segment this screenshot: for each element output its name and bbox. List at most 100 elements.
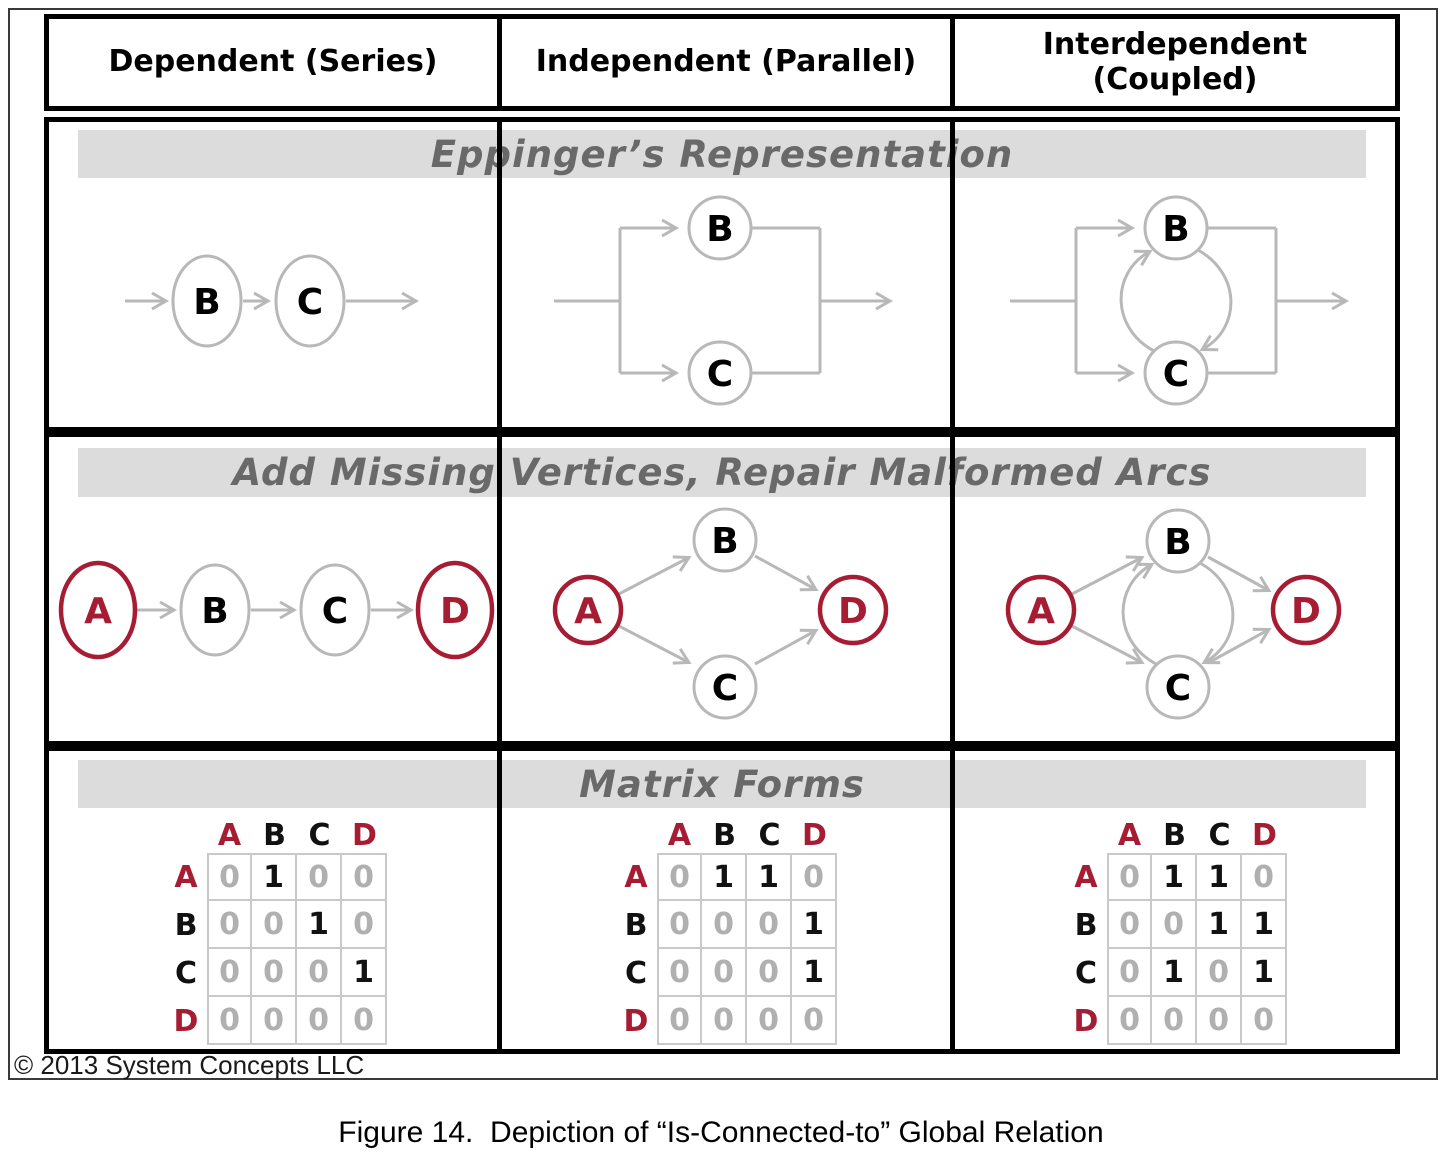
node-d-label: D (1291, 591, 1321, 632)
column-header-interdependent-coupled: Interdependent (Coupled) (1042, 27, 1308, 97)
matrix-col-header: D (802, 817, 827, 853)
matrix-cell: 0 (207, 997, 252, 1045)
node-a (552, 574, 624, 646)
arc-b-to-c (1199, 561, 1235, 665)
matrix-cell: 0 (747, 997, 792, 1045)
node-b-label: B (711, 521, 738, 562)
repaired-graph-diagrams: B C B C B C A D A D A D (58, 507, 1342, 720)
column-header-independent-parallel: Independent (Parallel) (535, 44, 917, 80)
matrix-cell: 0 (1152, 997, 1197, 1045)
matrix-row-header: D (173, 1003, 199, 1039)
section-matrix-forms: Matrix Forms A B C D A 0 1 0 0 B 0 0 1 0… (44, 746, 1400, 1054)
matrix-row-header: B (624, 907, 648, 943)
arc-c-to-b (1119, 249, 1155, 353)
matrix-cell: 0 (747, 949, 792, 997)
matrix-cell: 0 (702, 901, 747, 949)
matrix-col-header: B (713, 817, 736, 853)
matrix-cell: 1 (792, 901, 837, 949)
matrix-row-header: A (174, 859, 198, 895)
banner-matrix-forms: Matrix Forms (78, 760, 1366, 808)
matrix-cell: 0 (792, 997, 837, 1045)
matrix-cell: 1 (1152, 853, 1197, 901)
matrix-cell: 1 (1242, 901, 1287, 949)
figure-caption: Figure 14. Depiction of “Is-Connected-to… (338, 1116, 1104, 1149)
matrix-row-header: C (174, 955, 198, 991)
matrix-cell: 0 (1107, 901, 1152, 949)
node-c-label: C (712, 668, 738, 709)
node-c (1145, 654, 1211, 720)
matrix-cell: 1 (702, 853, 747, 901)
node-b-label: B (193, 282, 220, 323)
node-c (274, 254, 346, 348)
matrix-col-header: D (352, 817, 377, 853)
node-c (299, 563, 371, 657)
matrix-cell: 0 (657, 997, 702, 1045)
node-d (1270, 574, 1342, 646)
node-c (692, 654, 758, 720)
node-b-label: B (1162, 209, 1189, 250)
node-d (415, 560, 495, 660)
matrix-row-header: D (1073, 1003, 1099, 1039)
matrix-col-header: B (1163, 817, 1186, 853)
matrix-cell: 0 (1242, 853, 1287, 901)
column-divider (950, 437, 955, 741)
matrix-cell: 0 (1107, 949, 1152, 997)
matrix-col-header: C (308, 817, 331, 853)
matrix-independent-parallel: A B C D A 0 1 1 0 B 0 0 0 1 C 0 0 0 1 D … (615, 817, 837, 1045)
column-divider (950, 19, 955, 106)
arrow-a-c (616, 623, 692, 665)
node-d (817, 574, 889, 646)
column-divider (950, 751, 955, 1049)
arrow-b-d (1207, 555, 1272, 593)
matrix-cell: 0 (702, 949, 747, 997)
arrow-c-d (754, 628, 819, 666)
node-b (692, 507, 758, 573)
node-c-label: C (1163, 354, 1189, 395)
arrow-a-b (1069, 555, 1145, 597)
matrix-cell: 0 (1152, 901, 1197, 949)
matrix-dependent-series: A B C D A 0 1 0 0 B 0 0 1 0 C 0 0 0 1 D … (165, 817, 387, 1045)
matrix-cell: 0 (207, 853, 252, 901)
node-c-label: C (297, 282, 323, 323)
matrix-row-header: B (1074, 907, 1098, 943)
column-divider (497, 19, 502, 106)
node-a (1005, 574, 1077, 646)
node-d-label: D (440, 591, 470, 632)
matrix-row-header: D (623, 1003, 649, 1039)
matrix-cell: 0 (702, 997, 747, 1045)
matrix-cell: 0 (657, 901, 702, 949)
matrix-cell: 0 (297, 997, 342, 1045)
node-b-label: B (201, 591, 228, 632)
section-add-missing-vertices: Add Missing Vertices, Repair Malformed A… (44, 432, 1400, 746)
arrow-c-d (1207, 627, 1272, 665)
column-divider (497, 751, 502, 1049)
matrix-cell: 0 (207, 949, 252, 997)
matrix-col-header: D (1252, 817, 1277, 853)
matrix-col-header: C (1208, 817, 1231, 853)
matrix-cell: 0 (747, 901, 792, 949)
matrix-cell: 0 (342, 997, 387, 1045)
arrow-a-c (1069, 623, 1145, 665)
matrix-cell: 1 (1152, 949, 1197, 997)
matrix-corner (1065, 817, 1107, 853)
matrix-col-header: B (263, 817, 286, 853)
arc-b-to-c (1197, 248, 1233, 352)
matrix-cell: 0 (252, 997, 297, 1045)
matrix-corner (615, 817, 657, 853)
matrix-row-header: A (1074, 859, 1098, 895)
matrix-cell: 0 (207, 901, 252, 949)
matrix-corner (165, 817, 207, 853)
node-a-label: A (1027, 591, 1055, 632)
matrix-cell: 1 (747, 853, 792, 901)
column-divider (497, 437, 502, 741)
matrix-cell: 1 (342, 949, 387, 997)
column-divider (950, 122, 955, 427)
column-divider (497, 122, 502, 427)
matrix-col-header: C (758, 817, 781, 853)
node-b (179, 563, 251, 657)
node-a (58, 560, 138, 660)
matrix-cell: 0 (657, 853, 702, 901)
column-header-dependent-series: Dependent (Series) (108, 44, 438, 80)
node-c-label: C (322, 591, 348, 632)
